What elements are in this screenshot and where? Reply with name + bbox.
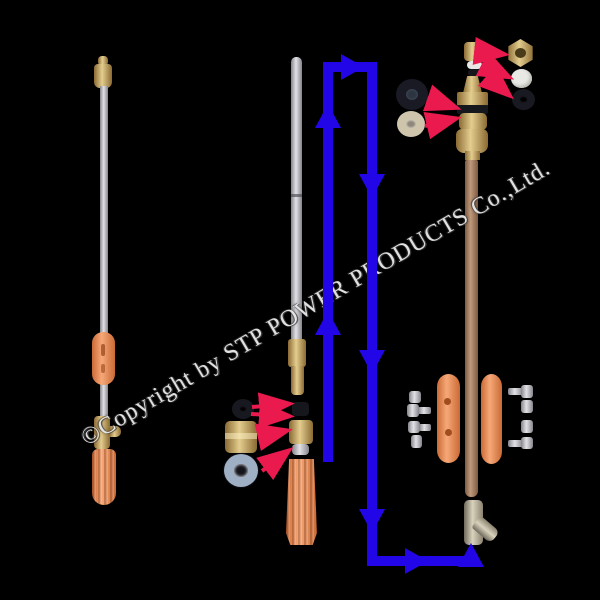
flow-path [323, 62, 466, 566]
rubber-oring-icon [232, 399, 254, 419]
flanged-washer-icon [397, 111, 425, 137]
white-washer-icon [467, 61, 482, 69]
screw-head-icon [521, 385, 533, 398]
tube-coupler-lower-icon [291, 366, 304, 395]
valve-seal-band-icon [457, 105, 488, 114]
screw-head-icon [407, 404, 419, 417]
copper-tube-icon [465, 160, 478, 497]
flow-arrow-right-icon [405, 548, 428, 574]
flow-arrow-up-icon [315, 311, 341, 335]
brass-union-icon [225, 421, 257, 453]
valve-outlet-icon [109, 426, 121, 437]
orange-handle-icon [92, 449, 116, 505]
clamp-hole-icon [445, 429, 452, 436]
lance-tube-icon [100, 86, 108, 434]
white-gasket-disc-icon [511, 69, 532, 88]
hex-nut-icon [521, 420, 533, 433]
screw-shaft-icon [508, 388, 523, 395]
screw-head-icon [409, 391, 421, 403]
tube-joint-band-icon [291, 194, 302, 197]
nozzle-pointer-group [250, 392, 295, 481]
seal-cap-icon [292, 402, 309, 416]
lance-tip-top-icon [98, 56, 108, 66]
screw-icon [419, 424, 431, 431]
grip-slot-icon [101, 344, 105, 356]
bolt-icon [411, 435, 422, 448]
small-oring-icon [468, 69, 482, 77]
flow-arrow-right-icon [341, 54, 364, 80]
clamp-half-left-icon [437, 374, 460, 463]
rubber-grommet-icon [512, 89, 535, 110]
chrome-nut-icon [224, 454, 258, 487]
screw-head-icon [408, 421, 420, 433]
flow-arrow-down-icon [359, 174, 385, 198]
lance-tube-disassembled-icon [291, 57, 302, 340]
brass-nozzle-tip-icon [94, 64, 112, 88]
tube-coupler-upper-icon [288, 339, 306, 367]
screw-icon [418, 407, 431, 414]
valve-neck-icon [465, 151, 480, 160]
flow-arrow-down-icon [359, 509, 385, 533]
clamp-hole-icon [444, 398, 451, 405]
shutoff-valve-icon [94, 416, 110, 449]
screw-shaft-icon [508, 440, 523, 447]
screw-head-icon [521, 437, 533, 449]
flow-arrow-up-icon [315, 104, 341, 128]
flow-arrow-up-icon [458, 543, 484, 567]
steel-washer-icon [292, 444, 309, 455]
hex-nut-hole-icon [515, 48, 526, 58]
union-band-icon [225, 433, 257, 439]
hex-nut-icon [521, 400, 533, 413]
valve-belly-icon [459, 113, 487, 130]
orange-grip-icon [92, 332, 115, 385]
clamp-half-right-icon [481, 374, 502, 464]
valve-pointer-group [422, 36, 515, 140]
flow-arrow-down-icon [359, 350, 385, 374]
grip-slot-icon [101, 364, 105, 373]
valve-top-icon [463, 76, 482, 93]
